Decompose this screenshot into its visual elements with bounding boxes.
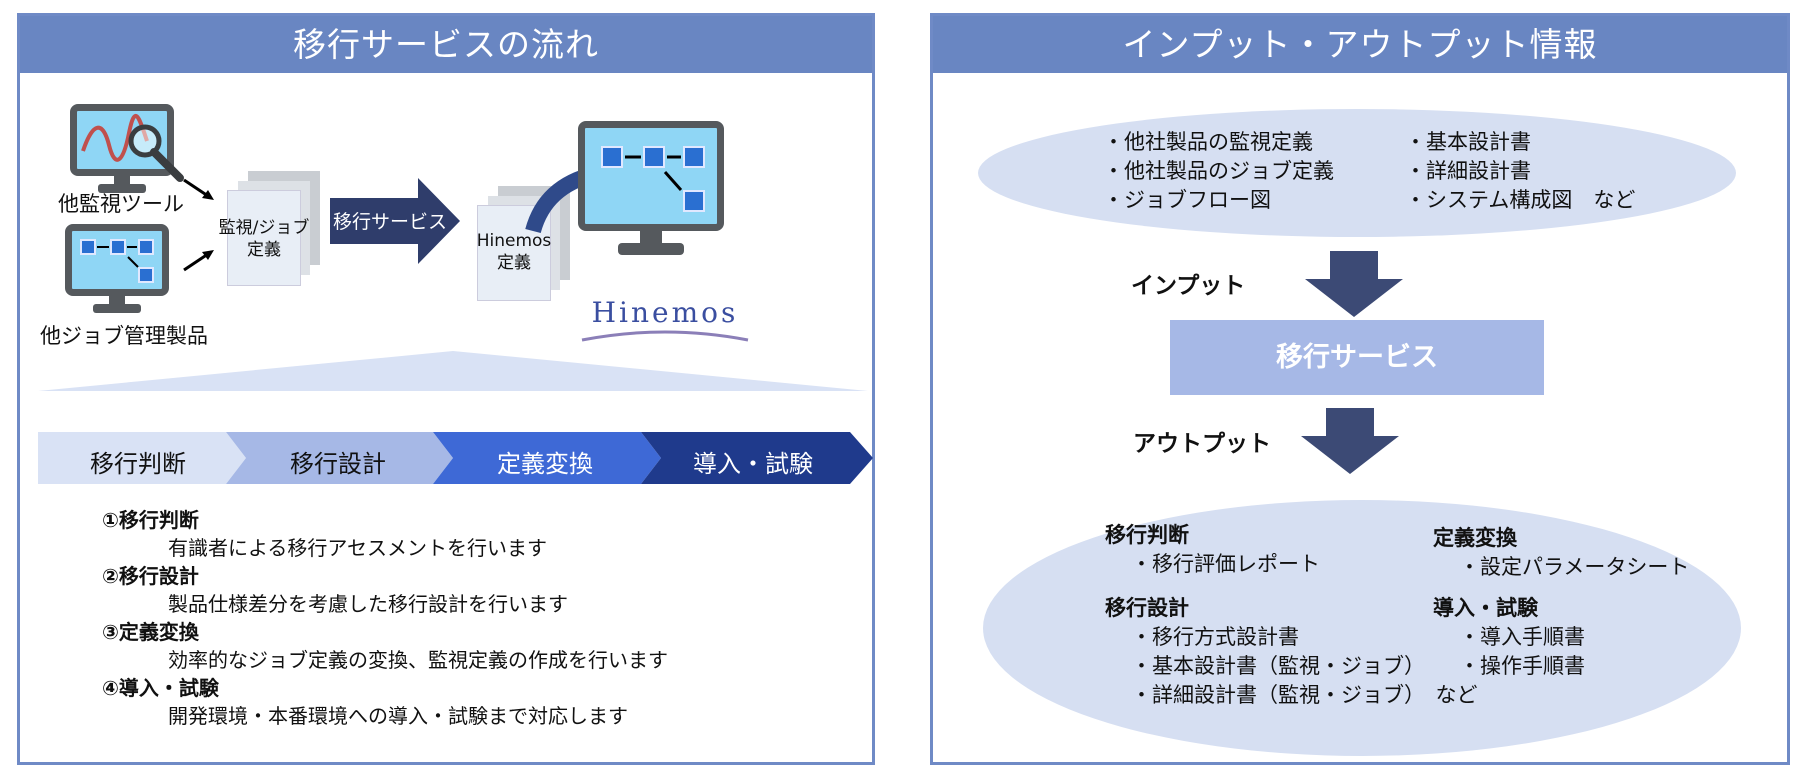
output-item: ・操作手順書 <box>1459 654 1585 678</box>
input-item: ・基本設計書 <box>1405 130 1531 154</box>
input-item: ・ジョブフロー図 <box>1103 188 1271 212</box>
input-item: ・詳細設計書 <box>1405 159 1531 183</box>
desc-text-4: 開発環境・本番環境への導入・試験まで対応します <box>168 704 628 728</box>
step-design: 移行設計 <box>290 450 386 478</box>
input-list-1: ・他社製品の監視定義 ・他社製品のジョブ定義 ・ジョブフロー図 <box>1103 128 1334 215</box>
desc-title-2: ②移行設計 <box>102 564 199 588</box>
desc-text-2: 製品仕様差分を考慮した移行設計を行います <box>168 592 568 616</box>
output-down-arrow <box>1301 408 1399 474</box>
flow-panel: 移行サービスの流れ 他監視ツール 他 <box>17 13 875 765</box>
step-expand-triangle <box>38 351 868 391</box>
output-ellipse <box>983 500 1741 756</box>
step-chevrons <box>38 432 873 484</box>
source-definition-doc: 監視/ジョブ 定義 <box>219 191 309 285</box>
step-descriptions: ①移行判断 有識者による移行アセスメントを行います ②移行設計 製品仕様差分を考… <box>102 506 668 730</box>
output-item: ・導入手順書 <box>1459 625 1585 649</box>
input-arrows <box>183 178 214 272</box>
input-ellipse <box>978 109 1736 237</box>
output-label: アウトプット <box>1133 431 1271 457</box>
output-item: ・基本設計書（監視・ジョブ） <box>1131 654 1425 678</box>
input-item: ・システム構成図 など <box>1405 188 1636 212</box>
output-item: ・移行評価レポート <box>1131 552 1320 576</box>
step-install: 導入・試験 <box>693 450 813 478</box>
desc-title-4: ④導入・試験 <box>102 676 219 700</box>
service-box: 移行サービス <box>1170 320 1544 395</box>
output-install-title: 導入・試験 <box>1433 596 1538 620</box>
desc-title-1: ①移行判断 <box>102 508 199 532</box>
input-list-2: ・基本設計書 ・詳細設計書 ・システム構成図 など <box>1405 128 1635 215</box>
output-install: 導入・試験 ・導入手順書 ・操作手順書 <box>1433 594 1585 681</box>
input-down-arrow <box>1305 251 1403 317</box>
output-design-title: 移行設計 <box>1105 596 1189 620</box>
input-item: ・他社製品の監視定義 <box>1103 130 1313 154</box>
output-design: 移行設計 ・移行方式設計書 ・基本設計書（監視・ジョブ） ・詳細設計書（監視・ジ… <box>1105 594 1478 710</box>
step-convert: 定義変換 <box>497 450 593 478</box>
io-panel: インプット・アウトプット情報 ・他社製品の監視定義 ・他社製品のジョブ定義 ・ジ… <box>930 13 1790 765</box>
service-box-label: 移行サービス <box>1276 342 1438 373</box>
output-convert-title: 定義変換 <box>1433 526 1517 550</box>
desc-title-3: ③定義変換 <box>102 620 199 644</box>
hinemos-doc-line2: 定義 <box>497 253 531 273</box>
io-panel-title: インプット・アウトプット情報 <box>933 16 1787 73</box>
desc-text-3: 効率的なジョブ定義の変換、監視定義の作成を行います <box>168 648 668 672</box>
output-item: ・詳細設計書（監視・ジョブ） など <box>1131 683 1478 707</box>
step-judge: 移行判断 <box>90 450 186 478</box>
monitoring-tool-icon <box>70 104 184 199</box>
hinemos-logo-text: Hinemos <box>591 296 739 329</box>
source-doc-line2: 定義 <box>247 240 281 260</box>
flow-panel-title: 移行サービスの流れ <box>20 16 872 73</box>
monitoring-tool-label: 他監視ツール <box>58 192 184 216</box>
source-doc-line1: 監視/ジョブ <box>218 218 310 238</box>
desc-text-1: 有識者による移行アセスメントを行います <box>168 536 547 560</box>
job-product-label: 他ジョブ管理製品 <box>40 324 208 348</box>
output-item: ・移行方式設計書 <box>1131 625 1299 649</box>
service-arrow-label: 移行サービス <box>332 211 447 233</box>
magnifier-icon <box>150 148 184 182</box>
job-product-icon <box>65 224 175 319</box>
input-label: インプット <box>1131 273 1246 299</box>
output-convert: 定義変換 ・設定パラメータシート <box>1433 524 1689 582</box>
output-judge: 移行判断 ・移行評価レポート <box>1105 521 1320 579</box>
hinemos-monitor-icon <box>578 121 728 281</box>
logo-swoosh <box>581 330 749 342</box>
service-arrow: 移行サービス <box>330 178 460 264</box>
output-judge-title: 移行判断 <box>1105 523 1189 547</box>
hinemos-doc-line1: Hinemos <box>476 231 552 251</box>
hinemos-logo: Hinemos <box>590 296 740 329</box>
input-item: ・他社製品のジョブ定義 <box>1103 159 1334 183</box>
output-item: ・設定パラメータシート <box>1459 555 1690 579</box>
